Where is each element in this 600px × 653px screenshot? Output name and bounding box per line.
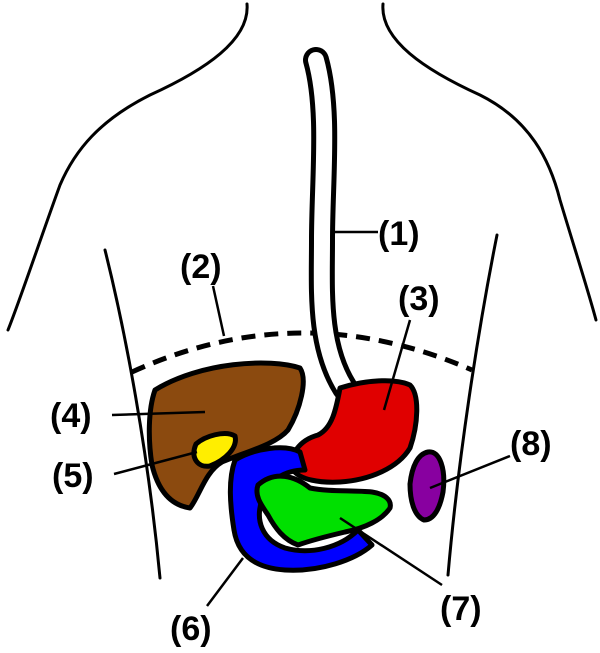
- pancreas-shape: [254, 473, 393, 548]
- torso-outline: [6, 2, 598, 580]
- label-stomach: (3): [398, 280, 440, 318]
- leader-5: [113, 450, 198, 476]
- labels: (1) (2) (3) (4) (5) (6) (7) (8): [50, 215, 552, 648]
- leader-3: [382, 319, 412, 411]
- label-liver: (4): [50, 397, 92, 435]
- spleen-shape: [407, 449, 447, 523]
- leader-7: [339, 516, 443, 587]
- label-pancreas: (7): [440, 590, 482, 628]
- stomach-shape: [289, 378, 420, 485]
- label-spleen: (8): [510, 425, 552, 463]
- leader-2: [211, 285, 226, 337]
- leader-4: [111, 410, 206, 417]
- leader-6: [206, 557, 244, 607]
- leader-lines: [111, 230, 511, 607]
- label-esophagus: (1): [378, 215, 420, 253]
- label-duodenum: (6): [170, 610, 212, 648]
- esophagus-lumen: [308, 52, 353, 396]
- gallbladder-shape: [191, 431, 238, 469]
- leader-8: [429, 454, 511, 490]
- diaphragm-line: [130, 330, 473, 375]
- label-gallbladder: (5): [52, 457, 94, 495]
- label-diaphragm: (2): [180, 248, 222, 286]
